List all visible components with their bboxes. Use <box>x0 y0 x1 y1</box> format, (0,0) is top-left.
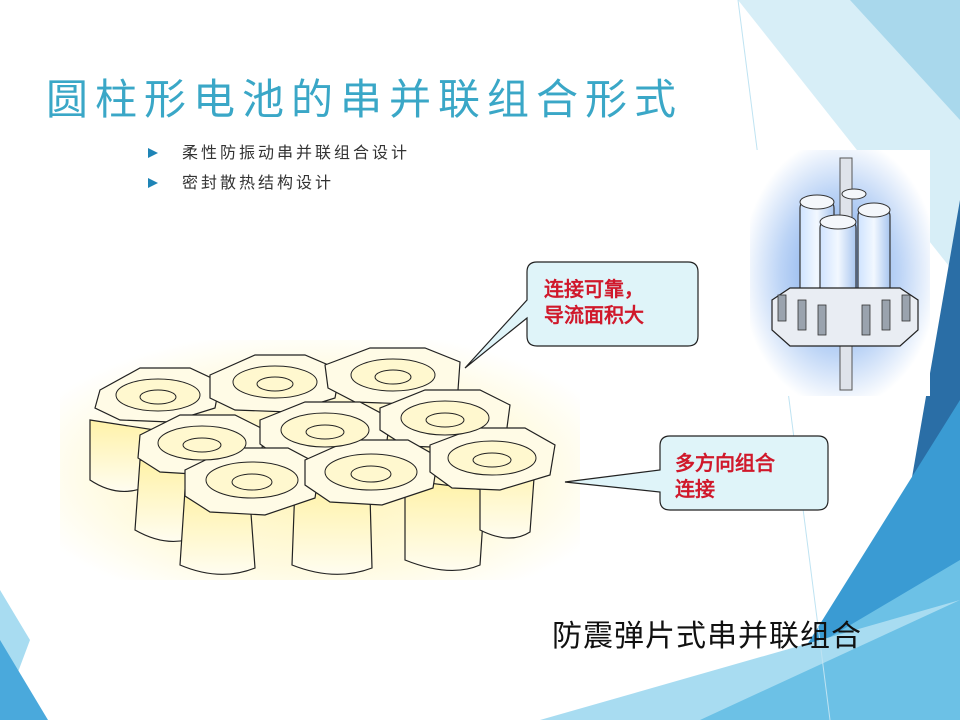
callout-text-multi-direction: 多方向组合 连接 <box>675 450 775 502</box>
cup-center-ring <box>139 389 177 405</box>
callout-text-reliable: 连接可靠， 导流面积大 <box>544 276 644 328</box>
slide-title: 圆柱形电池的串并联组合形式 <box>46 75 684 124</box>
cup-center-ring <box>472 452 512 468</box>
holder-tab <box>881 299 891 331</box>
cup-opening <box>324 453 418 491</box>
cup-opening <box>447 440 537 476</box>
cup-opening <box>157 425 247 461</box>
callout-line: 多方向组合 <box>675 451 775 475</box>
cup-center-ring <box>374 369 412 385</box>
bullet-item: 密封散热结构设计 <box>140 168 410 198</box>
battery-module-image <box>750 150 930 396</box>
deco-triangle-bottom-3 <box>540 600 960 720</box>
battery-holder-tray-image <box>60 340 580 580</box>
holder-base <box>771 287 919 347</box>
cup-center-ring <box>256 376 294 392</box>
triangle-bullet-icon <box>148 178 158 188</box>
holder-tab <box>861 304 871 336</box>
cup-center-ring <box>305 424 345 440</box>
cup-opening <box>280 412 370 448</box>
cup-opening <box>232 365 318 399</box>
cup-opening <box>400 400 490 436</box>
cup-opening <box>205 461 299 499</box>
cell-top <box>799 194 835 210</box>
tube <box>404 479 486 572</box>
cup-center-ring <box>231 473 273 491</box>
cup-opening <box>350 358 436 392</box>
cup-center-ring <box>350 465 392 483</box>
triangle-bullet-icon <box>148 148 158 158</box>
cup-center-ring <box>182 437 222 453</box>
cell-top <box>819 214 857 230</box>
bullet-text: 密封散热结构设计 <box>182 173 335 192</box>
callout-line: 连接 <box>675 477 715 501</box>
holder-tab <box>797 299 807 331</box>
cup-center-ring <box>425 412 465 428</box>
cup-opening <box>115 378 201 412</box>
figure-caption: 防震弹片式串并联组合 <box>552 619 862 654</box>
bullet-text: 柔性防振动串并联组合设计 <box>182 143 411 162</box>
callout-line: 导流面积大 <box>544 303 644 327</box>
holder-tab <box>817 304 827 336</box>
holder-tab <box>901 294 911 322</box>
bullet-item: 柔性防振动串并联组合设计 <box>140 138 410 168</box>
holder-tab <box>777 294 787 322</box>
cell-top <box>857 202 891 218</box>
deco-triangle-mid <box>850 0 960 120</box>
bullet-list: 柔性防振动串并联组合设计 密封散热结构设计 <box>140 138 410 198</box>
tube <box>291 484 373 575</box>
callout-line: 连接可靠， <box>544 277 644 301</box>
deco-triangle-left-2 <box>0 640 48 720</box>
cell-top <box>841 188 867 200</box>
